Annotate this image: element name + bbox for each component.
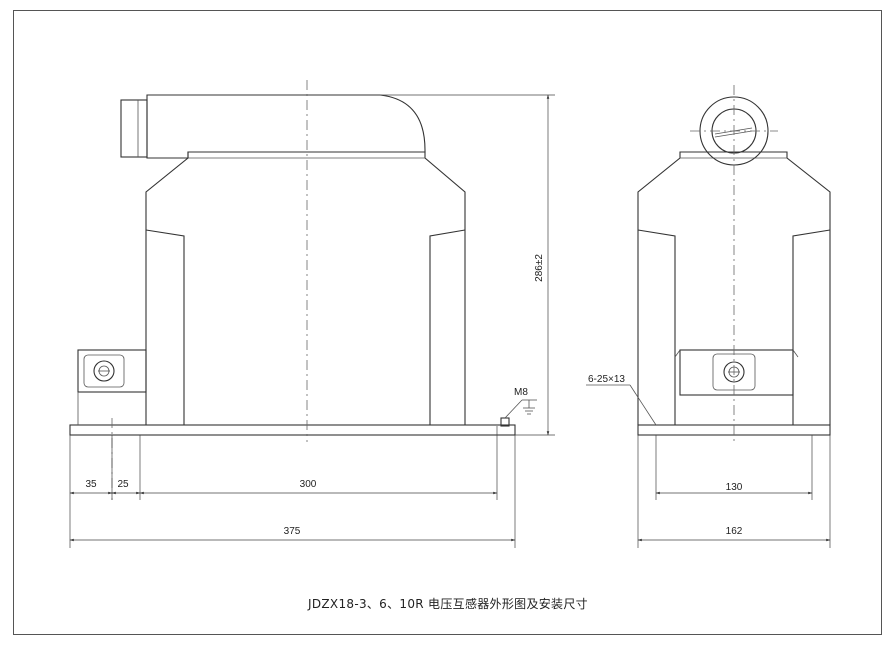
front-base-plate	[69, 424, 516, 436]
drawing-caption: JDZX18-3、6、10R 电压互感器外形图及安装尺寸	[308, 597, 588, 611]
side-right-leg	[792, 229, 831, 425]
front-view: M8 286±2 35 25 300 375	[69, 80, 555, 548]
front-main-body	[145, 151, 466, 425]
hole-label: 6-25×13	[588, 374, 625, 385]
dim-c: 300	[300, 479, 317, 490]
side-view: 6-25×13 130 162	[586, 85, 831, 548]
dim-holes: 130	[726, 482, 743, 493]
front-terminal-box	[77, 349, 147, 393]
front-terminal-cap	[120, 99, 148, 158]
side-left-leg	[637, 229, 676, 425]
dim-width: 162	[726, 526, 743, 537]
front-left-leg	[145, 229, 185, 425]
dim-total: 375	[284, 526, 301, 537]
dim-a: 35	[85, 479, 97, 490]
ground-label: M8	[514, 387, 528, 398]
dim-height: 286±2	[534, 254, 545, 282]
side-main-body	[637, 151, 831, 425]
drawing-frame	[13, 10, 882, 635]
front-top-terminal	[146, 94, 426, 159]
side-terminal-box	[679, 349, 794, 396]
front-right-leg	[429, 229, 466, 425]
dim-b: 25	[117, 479, 129, 490]
